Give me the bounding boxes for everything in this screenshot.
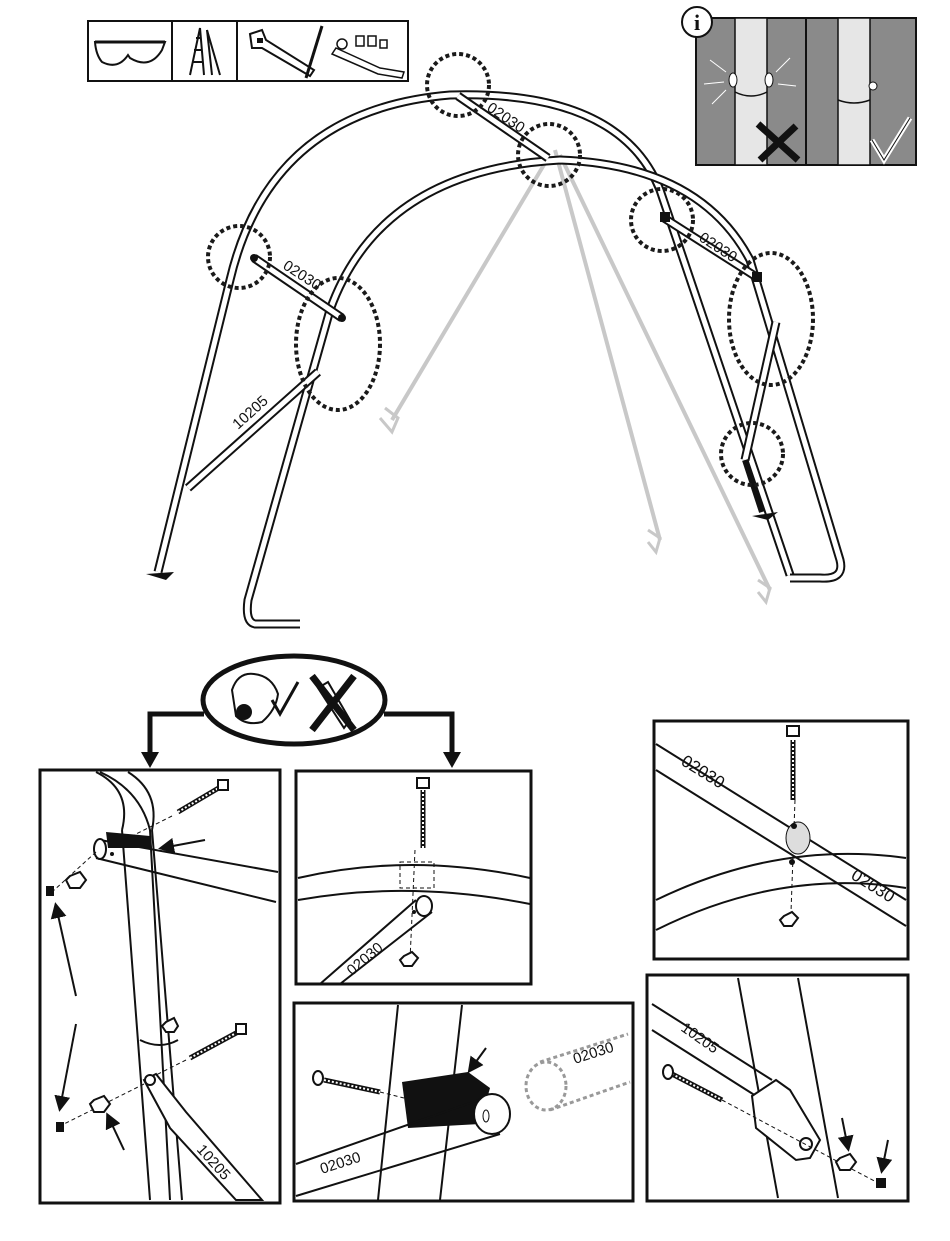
detail-brace-crossing: 02030 02030 [654, 721, 908, 959]
detail-brace-bracket: 02030 02030 [294, 1003, 633, 1201]
cap-icon [46, 886, 54, 896]
detail-brace-to-arch-top: 02030 [296, 771, 531, 984]
rear-arch-tube [158, 95, 790, 575]
cap-icon [876, 1178, 886, 1188]
info-symbol: i [694, 10, 700, 35]
detail-leg-brace-bolt: 10205 [647, 975, 908, 1201]
tools-required-box [88, 21, 408, 81]
detail-left-leg-connections: 10205 [40, 770, 280, 1203]
left-foot-icon [146, 572, 174, 580]
hand-tighten-callout [141, 656, 461, 768]
info-panel: i [682, 7, 916, 165]
